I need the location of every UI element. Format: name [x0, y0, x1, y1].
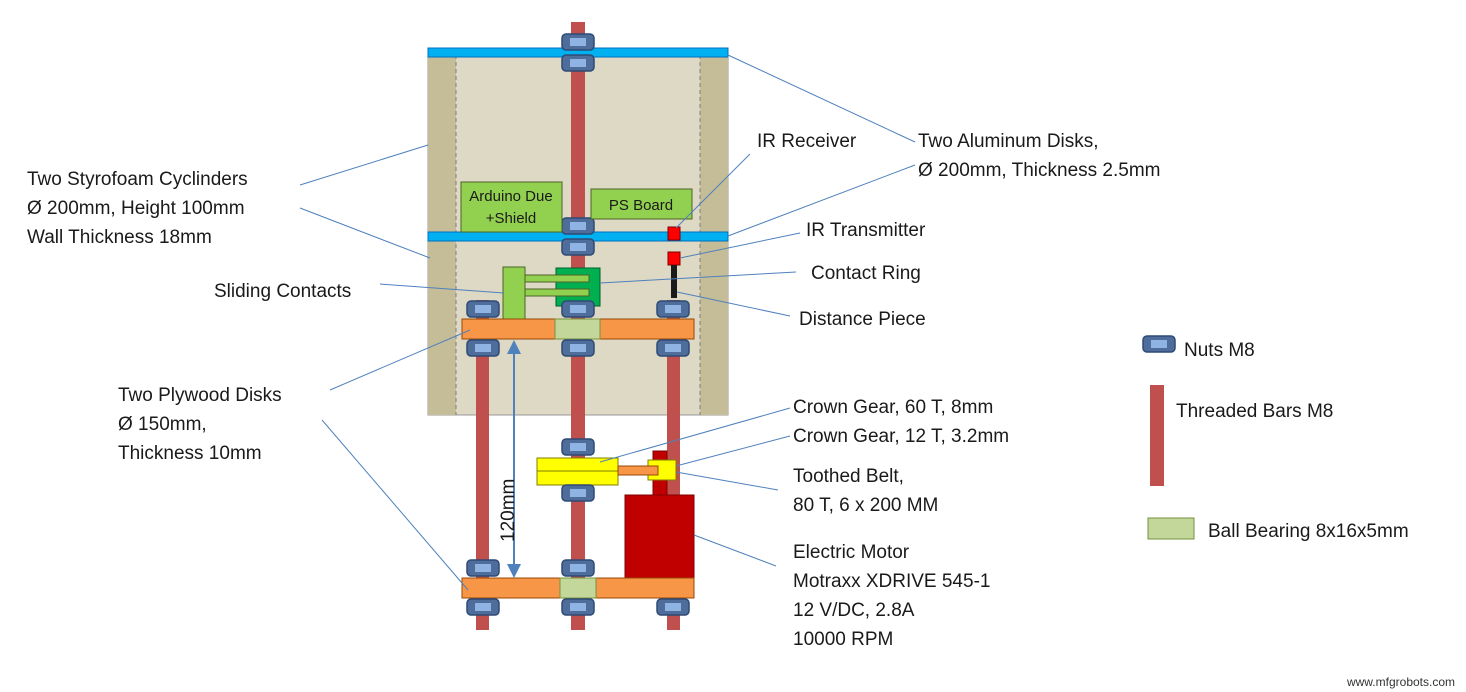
label-contact-ring: Contact Ring — [811, 263, 921, 284]
nut-icon — [561, 54, 595, 72]
svg-text:Toothed Belt,: Toothed Belt, — [793, 466, 904, 487]
nut-icon — [466, 598, 500, 616]
dimension-120mm: 120mm — [498, 340, 521, 578]
label-crown-gear-60t: Crown Gear, 60 T, 8mm — [793, 397, 993, 418]
label-styrofoam: Two Styrofoam Cyclinders Ø 200mm, Height… — [27, 169, 248, 248]
nut-icon — [561, 559, 595, 577]
legend-bar-swatch — [1150, 385, 1164, 486]
nut-icon — [561, 339, 595, 357]
label-sliding-contacts: Sliding Contacts — [214, 281, 351, 302]
nut-icon — [561, 438, 595, 456]
svg-text:Motraxx XDRIVE 545-1: Motraxx XDRIVE 545-1 — [793, 571, 990, 592]
distance-piece — [671, 265, 677, 298]
svg-text:12 V/DC, 2.8A: 12 V/DC, 2.8A — [793, 600, 915, 621]
lower-plywood-disk — [461, 577, 695, 599]
legend-bearing-label: Ball Bearing 8x16x5mm — [1208, 521, 1409, 542]
electric-motor — [624, 494, 695, 579]
ps-board: PS Board — [590, 188, 693, 220]
nut-icon — [656, 598, 690, 616]
svg-text:Electric Motor: Electric Motor — [793, 542, 910, 563]
svg-text:Thickness 10mm: Thickness 10mm — [118, 443, 262, 464]
nut-icon — [561, 598, 595, 616]
dimension-label: 120mm — [498, 479, 519, 542]
left-threaded-bar — [476, 300, 489, 630]
svg-text:Ø 200mm, Height 100mm: Ø 200mm, Height 100mm — [27, 198, 245, 219]
legend-nuts-label: Nuts M8 — [1184, 340, 1255, 361]
ir-receiver — [667, 226, 681, 241]
nut-icon — [656, 300, 690, 318]
nut-icon — [561, 484, 595, 502]
toothed-belt — [617, 465, 659, 476]
arduino-board: Arduino Due +Shield — [460, 181, 563, 233]
label-distance-piece: Distance Piece — [799, 309, 926, 330]
label-crown-gear-12t: Crown Gear, 12 T, 3.2mm — [793, 426, 1009, 447]
leader-lines — [299, 54, 916, 591]
ball-bearing-upper — [554, 318, 601, 340]
nut-icon — [561, 300, 595, 318]
svg-text:Ø 150mm,: Ø 150mm, — [118, 414, 207, 435]
contact-ring — [524, 267, 601, 307]
svg-text:Two Styrofoam Cyclinders: Two Styrofoam Cyclinders — [27, 169, 248, 190]
legend: Nuts M8 Threaded Bars M8 Ball Bearing 8x… — [1142, 335, 1409, 542]
watermark: www.mfgrobots.com — [1346, 675, 1455, 689]
ir-transmitter — [667, 251, 681, 266]
legend-bearing-swatch — [1147, 517, 1195, 540]
svg-text:Ø 200mm, Thickness 2.5mm: Ø 200mm, Thickness 2.5mm — [918, 160, 1161, 181]
arduino-label-line2: +Shield — [486, 210, 536, 227]
svg-text:Two Aluminum Disks,: Two Aluminum Disks, — [918, 131, 1099, 152]
label-plywood: Two Plywood Disks Ø 150mm, Thickness 10m… — [118, 385, 282, 464]
label-ir-receiver: IR Receiver — [757, 131, 857, 152]
nut-icon — [561, 217, 595, 235]
nut-icon — [656, 339, 690, 357]
nut-icon — [466, 339, 500, 357]
crown-gear-60t — [536, 457, 619, 486]
nut-icon — [466, 300, 500, 318]
svg-text:Wall Thickness 18mm: Wall Thickness 18mm — [27, 227, 212, 248]
svg-text:10000 RPM: 10000 RPM — [793, 629, 893, 650]
nut-icon — [561, 238, 595, 256]
svg-text:80 T, 6 x 200 MM: 80 T, 6 x 200 MM — [793, 495, 938, 516]
nut-icon — [466, 559, 500, 577]
ps-board-label: PS Board — [609, 197, 673, 214]
svg-text:Two Plywood Disks: Two Plywood Disks — [118, 385, 282, 406]
arduino-label-line1: Arduino Due — [469, 188, 552, 205]
upper-plywood-disk — [461, 318, 695, 340]
legend-nut-icon — [1142, 335, 1176, 353]
label-ir-transmitter: IR Transmitter — [806, 220, 926, 241]
label-toothed-belt: Toothed Belt, 80 T, 6 x 200 MM — [793, 466, 938, 516]
label-aluminum: Two Aluminum Disks, Ø 200mm, Thickness 2… — [918, 131, 1161, 181]
ball-bearing-lower — [559, 577, 597, 599]
label-electric-motor: Electric Motor Motraxx XDRIVE 545-1 12 V… — [793, 542, 990, 650]
legend-bars-label: Threaded Bars M8 — [1176, 401, 1333, 422]
nut-icon — [561, 33, 595, 51]
